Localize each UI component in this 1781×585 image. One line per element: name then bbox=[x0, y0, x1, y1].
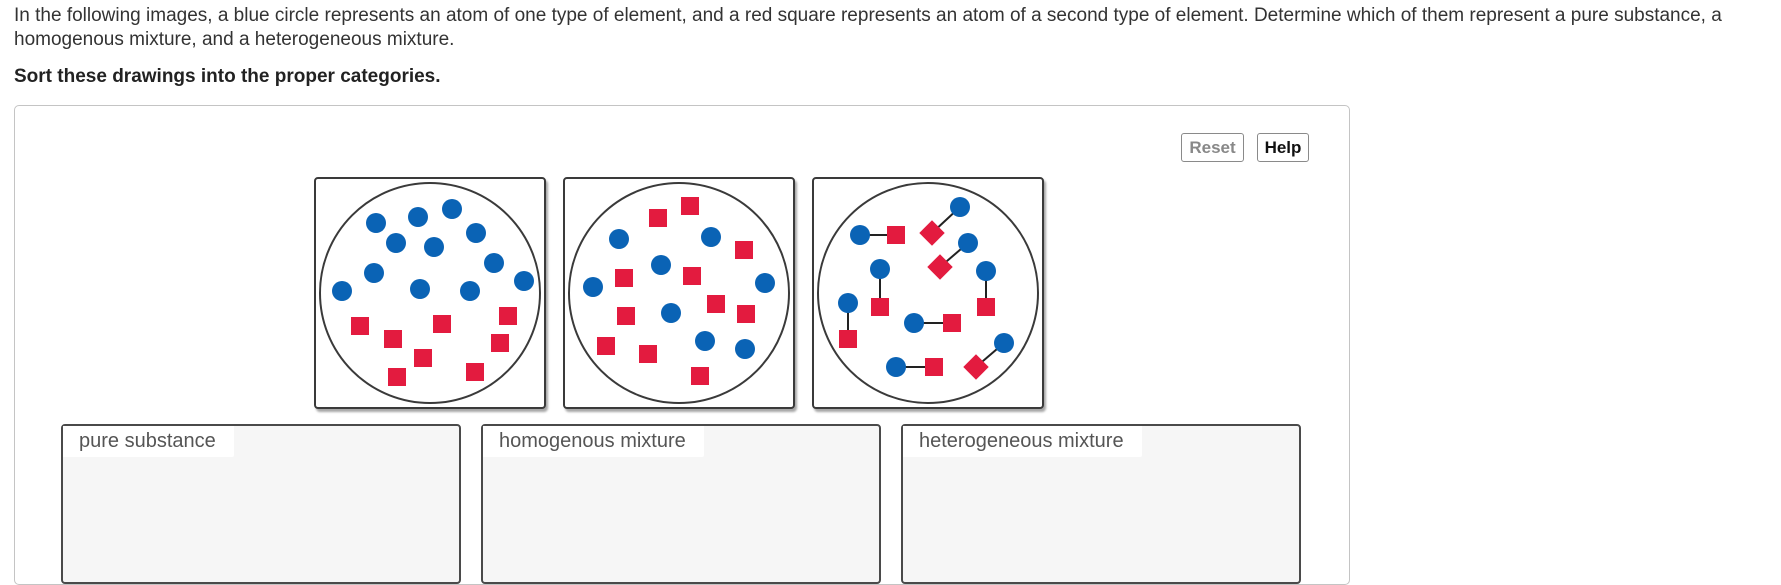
separated-atoms-icon bbox=[319, 182, 541, 404]
red-atom bbox=[683, 267, 701, 285]
red-atom bbox=[414, 349, 432, 367]
red-atom bbox=[839, 330, 857, 348]
blue-atom bbox=[583, 277, 603, 297]
red-atom bbox=[597, 337, 615, 355]
blue-atom bbox=[424, 237, 444, 257]
blue-atom bbox=[850, 225, 870, 245]
red-atom bbox=[433, 315, 451, 333]
blue-atom bbox=[886, 357, 906, 377]
zone-label-heterogeneous-mixture: heterogeneous mixture bbox=[903, 426, 1142, 457]
red-atom bbox=[887, 226, 905, 244]
blue-atom bbox=[701, 227, 721, 247]
red-atom bbox=[871, 298, 889, 316]
red-atom bbox=[388, 368, 406, 386]
blue-atom bbox=[994, 333, 1014, 353]
drawing-tile-2[interactable] bbox=[563, 177, 795, 409]
blue-atom bbox=[976, 261, 996, 281]
blue-atom bbox=[870, 259, 890, 279]
blue-atom bbox=[514, 271, 534, 291]
drawing-tile-1[interactable] bbox=[314, 177, 546, 409]
container-circle bbox=[817, 182, 1039, 404]
red-atom bbox=[617, 307, 635, 325]
question-text: In the following images, a blue circle r… bbox=[14, 5, 1722, 50]
red-atom bbox=[499, 307, 517, 325]
drop-zone-heterogeneous-mixture[interactable]: heterogeneous mixture bbox=[901, 424, 1301, 584]
red-atom bbox=[384, 330, 402, 348]
drop-zone-pure-substance[interactable]: pure substance bbox=[61, 424, 461, 584]
blue-atom bbox=[735, 339, 755, 359]
blue-atom bbox=[838, 293, 858, 313]
red-atom bbox=[943, 314, 961, 332]
red-atom bbox=[615, 269, 633, 287]
instruction-text: Sort these drawings into the proper cate… bbox=[14, 66, 441, 87]
red-atom bbox=[977, 298, 995, 316]
blue-atom bbox=[651, 255, 671, 275]
red-atom bbox=[681, 197, 699, 215]
red-atom bbox=[927, 254, 953, 280]
zone-label-homogenous-mixture: homogenous mixture bbox=[483, 426, 704, 457]
blue-atom bbox=[364, 263, 384, 283]
red-atom bbox=[351, 317, 369, 335]
help-button[interactable]: Help bbox=[1257, 133, 1309, 162]
compound-molecules-icon bbox=[817, 182, 1039, 404]
red-atom bbox=[707, 295, 725, 313]
blue-atom bbox=[408, 207, 428, 227]
red-atom bbox=[737, 305, 755, 323]
container-circle bbox=[319, 182, 541, 404]
blue-atom bbox=[466, 223, 486, 243]
blue-atom bbox=[386, 233, 406, 253]
blue-atom bbox=[484, 253, 504, 273]
zone-label-pure-substance: pure substance bbox=[63, 426, 234, 457]
red-atom bbox=[491, 334, 509, 352]
red-atom bbox=[963, 354, 989, 380]
blue-atom bbox=[661, 303, 681, 323]
blue-atom bbox=[460, 281, 480, 301]
mixed-atoms-icon bbox=[568, 182, 790, 404]
blue-atom bbox=[958, 233, 978, 253]
red-atom bbox=[919, 220, 945, 246]
reset-button[interactable]: Reset bbox=[1181, 133, 1244, 162]
drop-zone-homogenous-mixture[interactable]: homogenous mixture bbox=[481, 424, 881, 584]
container-circle bbox=[568, 182, 790, 404]
blue-atom bbox=[366, 213, 386, 233]
blue-atom bbox=[695, 331, 715, 351]
blue-atom bbox=[442, 199, 462, 219]
blue-atom bbox=[950, 197, 970, 217]
blue-atom bbox=[609, 229, 629, 249]
red-atom bbox=[649, 209, 667, 227]
red-atom bbox=[925, 358, 943, 376]
red-atom bbox=[639, 345, 657, 363]
blue-atom bbox=[332, 281, 352, 301]
blue-atom bbox=[904, 313, 924, 333]
red-atom bbox=[691, 367, 709, 385]
blue-atom bbox=[755, 273, 775, 293]
drawing-tile-3[interactable] bbox=[812, 177, 1044, 409]
red-atom bbox=[466, 363, 484, 381]
red-atom bbox=[735, 241, 753, 259]
blue-atom bbox=[410, 279, 430, 299]
